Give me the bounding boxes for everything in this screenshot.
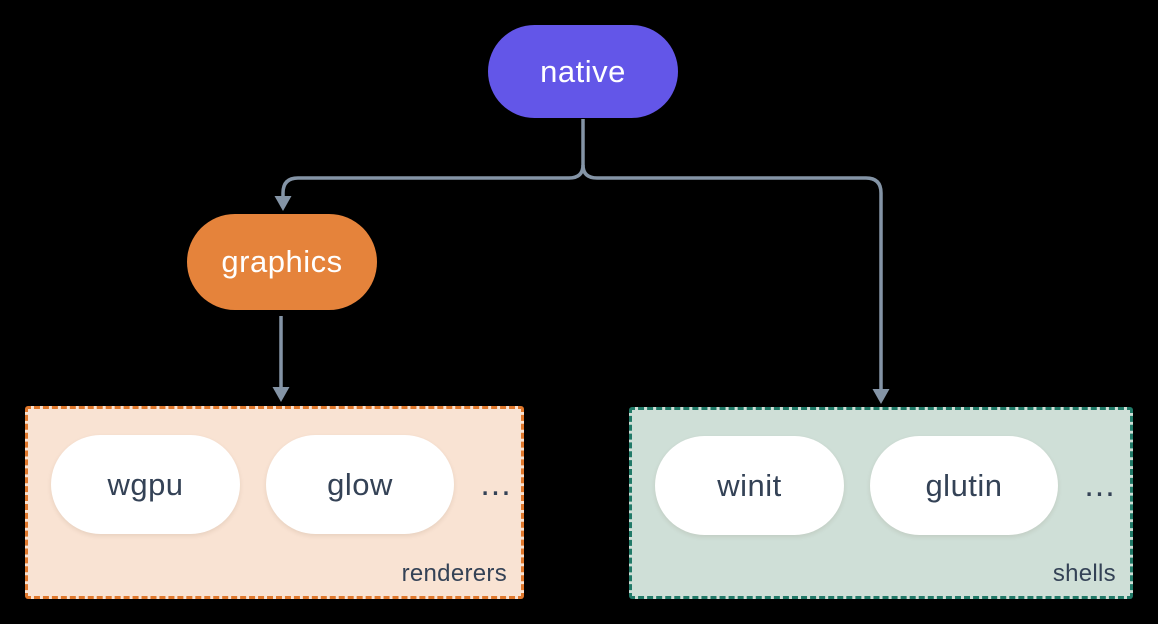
renderers-group-label: renderers [401,560,507,587]
item-glow-label: glow [327,466,393,502]
group-renderers: wgpu glow ... renderers [25,406,524,599]
item-winit: winit [655,436,844,535]
shells-group-label: shells [1052,560,1116,587]
arrowhead-shells [872,389,890,404]
connector-native-to-shells [581,164,883,391]
item-wgpu-label: wgpu [107,466,184,502]
shells-ellipsis: ... [1084,466,1116,504]
group-shells: winit glutin ... shells [629,407,1133,599]
node-native: native [488,25,678,118]
item-glutin-label: glutin [925,467,1003,503]
connector-native-to-graphics [281,164,585,198]
item-glow: glow [266,435,454,534]
item-winit-label: winit [717,467,782,503]
item-glutin: glutin [870,436,1058,535]
item-wgpu: wgpu [51,435,240,534]
arrowhead-graphics [274,196,292,211]
node-graphics-label: graphics [221,244,343,279]
arrowhead-renderers [272,387,290,402]
node-native-label: native [540,53,626,89]
renderers-ellipsis: ... [480,465,512,503]
node-graphics: graphics [187,214,377,310]
